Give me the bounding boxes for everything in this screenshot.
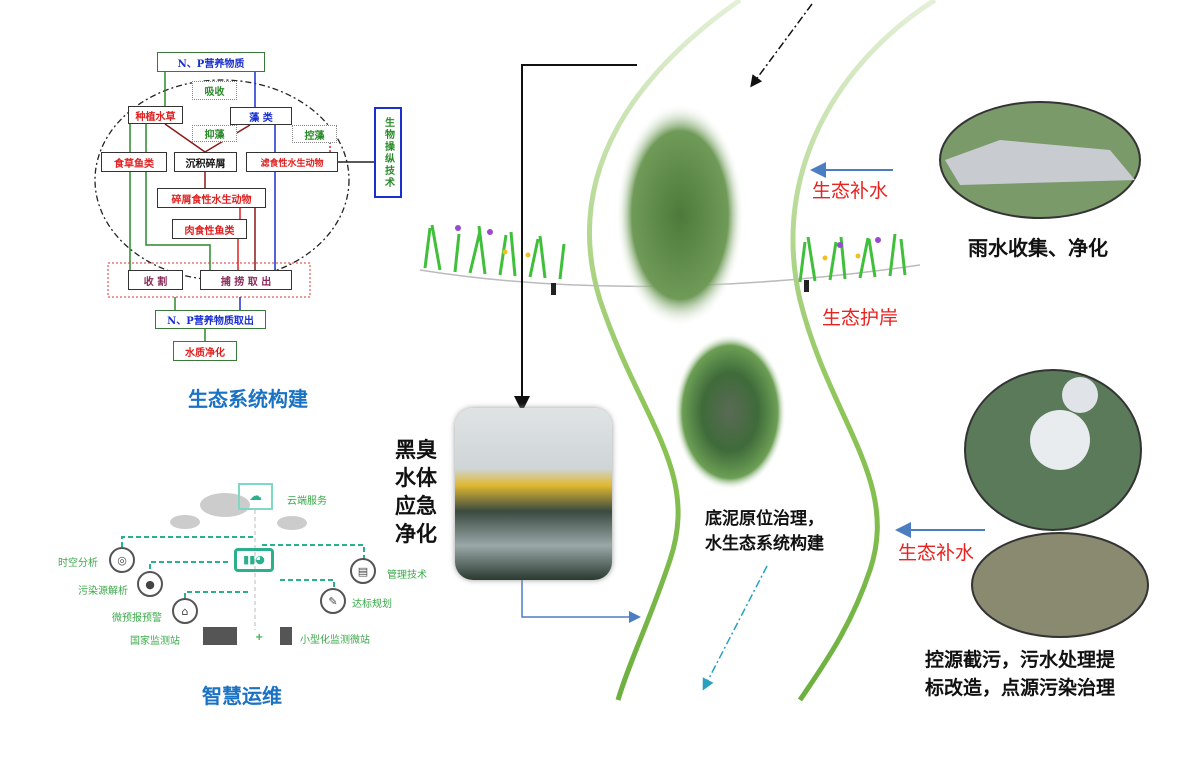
ecosystem-title: 生态系统构建 — [188, 387, 308, 411]
eco-bank-label: 生态护岸 — [822, 307, 899, 329]
micro-station-icon — [280, 627, 292, 645]
globe-icon: ◎ — [109, 547, 135, 573]
canal-photo — [674, 334, 786, 490]
emergency-purification-photo — [455, 408, 612, 580]
source-control-label-1: 控源截污，污水处理提 — [925, 649, 1116, 671]
sediment-box: 沉积碎屑 — [174, 152, 237, 172]
national-station-label: 国家监测站 — [130, 636, 180, 647]
water-purify-box: 水质净化 — [173, 341, 237, 361]
monitor-icon: ▮▮◕ — [234, 548, 274, 572]
grass-left — [423, 224, 566, 280]
black-odor-label: 黑臭水体应急净化 — [395, 438, 437, 546]
inhibit-algae-box: 抑藻 — [192, 125, 237, 142]
sediment-treatment-label-1: 底泥原位治理， — [705, 509, 824, 529]
plant-grass-box: 种植水草 — [128, 106, 183, 124]
plus-sign: + — [255, 632, 264, 643]
smart-ops-title: 智慧运维 — [202, 684, 282, 708]
management-label: 管理技术 — [387, 570, 427, 581]
control-algae-box: 控藻 — [292, 125, 337, 143]
national-station-icon — [203, 627, 237, 645]
eco-water-label-1: 生态补水 — [812, 180, 889, 202]
np-input-box: N、P营养物质 — [157, 52, 265, 72]
grass-right — [798, 233, 907, 283]
left-river-bank — [587, 0, 742, 701]
filter-feeders-box: 滤食性水生动物 — [246, 152, 338, 172]
capture-box: 捕 捞 取 出 — [200, 270, 292, 290]
cloud-label: 云端服务 — [287, 496, 327, 507]
harvest-box: 收 割 — [128, 270, 183, 290]
algae-box: 藻 类 — [230, 107, 292, 125]
right-river-bank — [790, 0, 937, 702]
herbivorous-fish-box: 食草鱼类 — [101, 152, 167, 172]
spatiotemporal-label: 时空分析 — [58, 558, 98, 569]
np-output-box: N、P营养物质取出 — [155, 310, 266, 329]
source-control-label-2: 标改造，点源污染治理 — [925, 677, 1116, 699]
alarm-icon: ⌂ — [172, 598, 198, 624]
sediment-treatment-label-2: 水生态系统构建 — [705, 534, 824, 554]
rain-label: 雨水收集、净化 — [968, 236, 1108, 260]
sewage-tank-photo — [971, 532, 1149, 638]
location-pin-icon: ● — [137, 571, 163, 597]
eco-water-label-2: 生态补水 — [898, 542, 975, 564]
absorb-box: 吸收 — [192, 81, 237, 100]
biomanipulation-box: 生物操纵技术 — [374, 107, 402, 198]
compliance-label: 达标规划 — [352, 599, 392, 610]
carnivorous-fish-box: 肉食性鱼类 — [172, 219, 247, 239]
cloud-icon: ☁ — [238, 483, 273, 510]
edit-plan-icon: ✎ — [320, 588, 346, 614]
micro-forecast-label: 微预报预警 — [112, 613, 162, 624]
micro-station-label: 小型化监测微站 — [300, 635, 370, 646]
pollution-source-label: 污染源解析 — [78, 586, 128, 597]
vegetation-photo — [616, 103, 744, 327]
detritivores-box: 碎屑食性水生动物 — [157, 188, 266, 208]
management-icon: ▤ — [350, 558, 376, 584]
